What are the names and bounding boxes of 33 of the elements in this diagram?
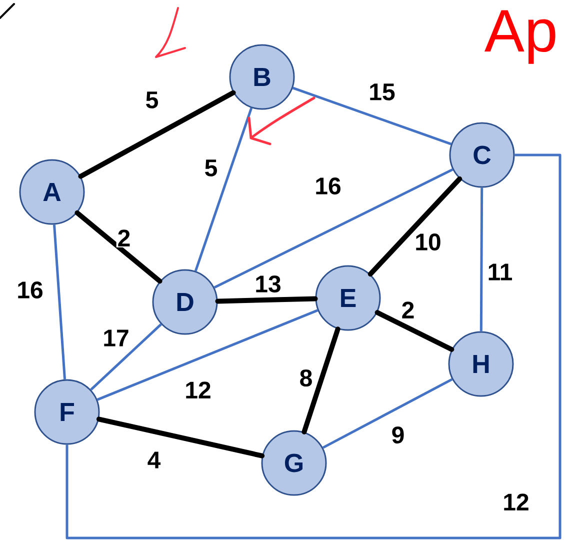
edge-label: 9 <box>392 426 404 444</box>
graph-edge <box>90 323 162 391</box>
edge-label: 17 <box>104 330 128 346</box>
graph-edge <box>214 168 454 289</box>
graph-edge <box>66 154 562 540</box>
edge-label: 2 <box>402 302 414 318</box>
edge-label: 11 <box>488 264 512 280</box>
edge-label: 8 <box>300 370 312 386</box>
graph-edge <box>74 210 162 284</box>
edge-label: 4 <box>148 452 161 468</box>
graph-edge <box>52 224 66 380</box>
graph-edge <box>302 326 340 434</box>
edge-label: 12 <box>504 494 528 510</box>
edge-label: 5 <box>146 92 158 108</box>
label: Ap <box>484 10 556 64</box>
graph-edge <box>96 416 265 458</box>
graph-edge <box>368 176 462 277</box>
edge-label: 5 <box>205 160 217 176</box>
graph-edge <box>322 378 453 449</box>
graph-edge <box>292 86 452 146</box>
edge-label: 16 <box>18 282 42 298</box>
graph-edge <box>78 90 236 179</box>
graph-edge <box>374 310 454 352</box>
edge-label: 15 <box>370 84 395 100</box>
edge-label: 13 <box>256 275 280 293</box>
graph-edge <box>480 188 484 332</box>
graph-edge <box>194 108 253 272</box>
graph-edge <box>215 296 318 304</box>
edge-label: 10 <box>416 234 440 250</box>
edge-label: 16 <box>316 178 340 194</box>
graph-edge <box>96 309 318 401</box>
edge-label: 2 <box>118 230 130 246</box>
edge-label: 12 <box>186 382 210 398</box>
